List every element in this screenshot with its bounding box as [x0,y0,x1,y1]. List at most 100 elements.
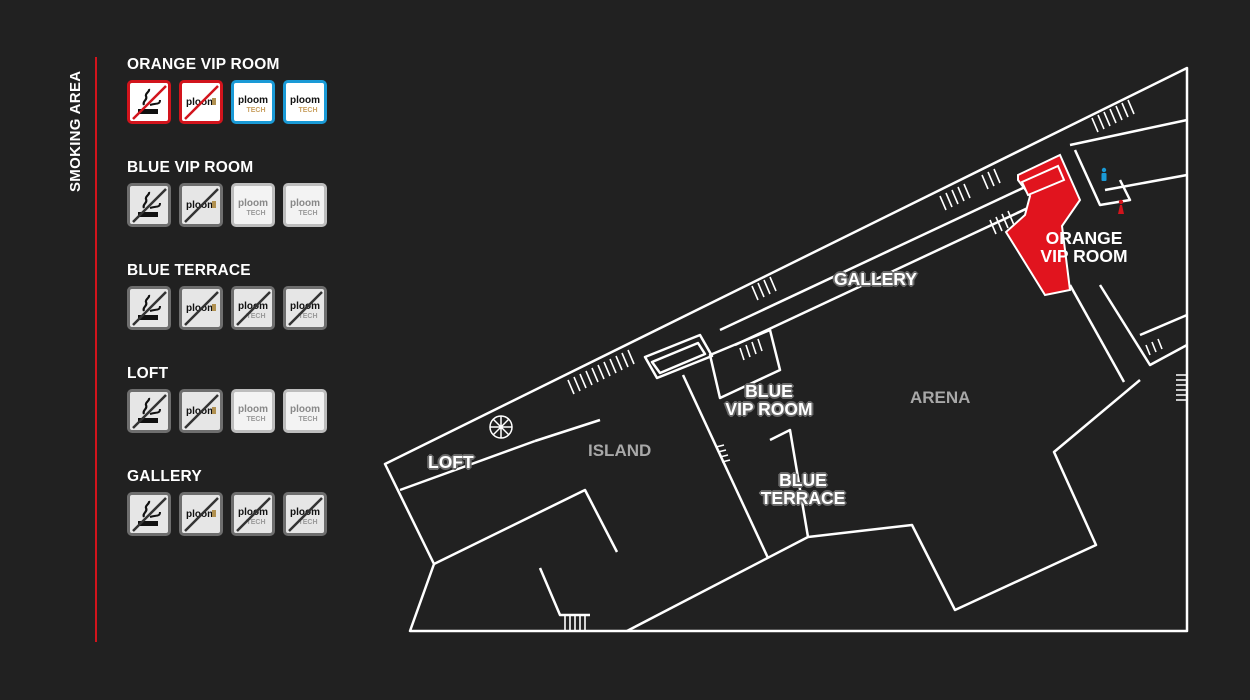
stairs-loft [567,349,635,395]
svg-text:TECH: TECH [246,416,265,423]
svg-text:ploom: ploom [238,404,268,415]
svg-text:TECH: TECH [246,107,265,114]
svg-text:ploom: ploom [238,301,268,312]
stairs-gallery-east [939,183,971,211]
cigarette-icon [127,286,171,330]
map-label-gallery: GALLERY [834,269,917,289]
stairs-east [1176,374,1186,401]
cigarette-icon [127,183,171,227]
svg-text:ploom: ploom [238,95,268,106]
east-corridor [1139,313,1188,337]
stairs-terrace [715,444,731,463]
legend-title-blue-terrace: BLUE TERRACE [127,262,251,279]
legend-title-loft: LOFT [127,365,169,382]
stairs [564,99,1186,630]
legend-title-gallery: GALLERY [127,468,202,485]
gallery-wall [719,178,1041,332]
stairs-north [1091,99,1135,133]
corridor-wall-2 [1098,284,1188,367]
loft-wall [399,439,536,492]
ploom-icon: ploom [179,286,223,330]
stairs-gallery [751,276,777,301]
map-label-orange-vip-room: ORANGE VIP ROOM [1036,229,1132,265]
south-diagonal-wall [626,535,809,633]
ploom-icon: ploom [179,389,223,433]
map-label-blue-vip-line-2: VIP ROOM [725,399,813,419]
svg-text:ploom: ploom [238,507,268,518]
stairs-orange-2 [989,210,1015,235]
svg-text:TECH: TECH [246,313,265,320]
svg-text:ploom: ploom [238,198,268,209]
map-label-island: ISLAND [588,441,652,460]
blue-vip-wall [708,328,782,400]
svg-text:TECH: TECH [246,519,265,526]
svg-text:ploom: ploom [290,404,320,415]
arena-south-wall [807,379,1141,612]
cigarette-icon [127,492,171,536]
stair-south-wall [538,567,590,617]
map-label-blue-terrace: BLUE TERRACE [754,471,852,507]
map-label-blue-vip-line-1: BLUE [745,381,793,401]
map-label-blue-vip-room: BLUE VIP ROOM [718,382,820,418]
sidebar-divider [95,57,97,642]
cigarette-icon [127,80,171,124]
legend-title-blue-vip-room: BLUE VIP ROOM [127,159,254,176]
svg-text:TECH: TECH [298,313,317,320]
cigarette-icon [127,389,171,433]
floor-plan-walls [383,66,1189,633]
island-south-wall [433,488,619,566]
island-inner-wall [534,418,601,443]
male-restroom-icon [1101,167,1107,181]
east-rooms-wall-2 [1104,173,1188,192]
svg-text:ploom: ploom [290,95,320,106]
map-label-loft: LOFT [428,452,474,472]
map-label-blue-terrace-line-1: BLUE [779,470,827,490]
map-label-orange-line-1: ORANGE [1045,228,1123,248]
stairs-south [564,616,586,630]
legend-title-orange-vip-room: ORANGE VIP ROOM [127,56,280,73]
restroom-wall [1073,149,1132,207]
map-label-orange-line-2: VIP ROOM [1040,246,1128,266]
gallery-inner-wall [734,198,1046,347]
svg-text:ploom: ploom [290,507,320,518]
ploom-icon: ploom [179,80,223,124]
svg-text:TECH: TECH [298,107,317,114]
spiral-staircase [489,415,513,439]
svg-text:TECH: TECH [298,210,317,217]
island-arena-wall [681,374,770,559]
stairs-blue-vip [739,338,763,361]
terrace-north-wall [769,428,810,538]
svg-text:ploom: ploom [290,301,320,312]
ploom-icon: ploom [179,492,223,536]
bar-counter-inner [650,341,707,375]
corridor-wall [1068,284,1126,383]
svg-text:TECH: TECH [298,416,317,423]
map-label-arena: ARENA [910,388,971,407]
stairs-orange [981,168,1001,190]
bar-counter [643,333,714,380]
ploom-icon: ploom [179,183,223,227]
svg-text:TECH: TECH [298,519,317,526]
building-outline [383,66,1189,633]
east-rooms-wall [1069,118,1188,147]
